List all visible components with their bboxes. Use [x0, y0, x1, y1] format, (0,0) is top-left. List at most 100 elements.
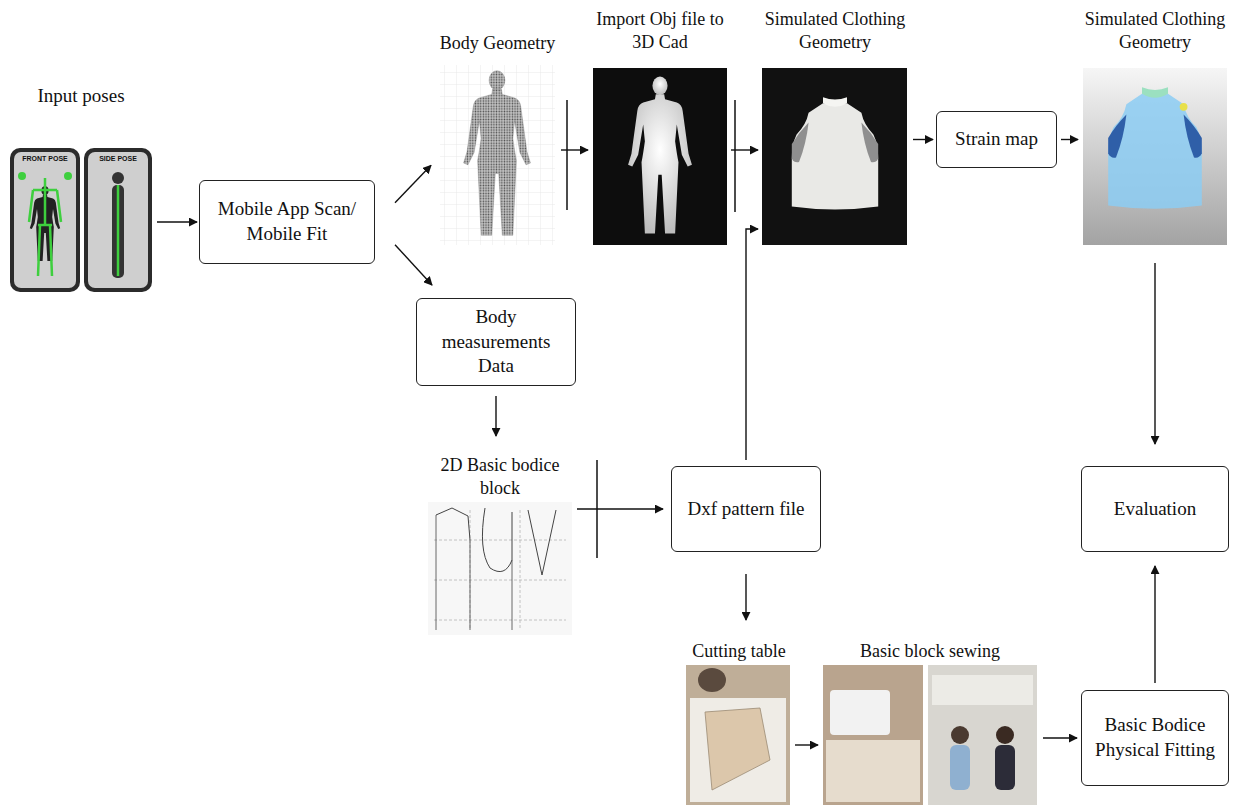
image-panel: Simulated Clothing Geometry: [760, 8, 910, 247]
pattern-lines: [436, 515, 512, 630]
panel-heading: Cutting table: [684, 640, 794, 663]
photo-ground: [823, 665, 923, 805]
phone-screen: [14, 152, 76, 288]
person: [698, 668, 726, 692]
cad-ground: [762, 68, 907, 245]
process-box: Strain map: [936, 111, 1057, 168]
process-box: Dxf pattern file: [671, 466, 821, 552]
pattern-piece: [705, 708, 770, 790]
flow-arrow: [745, 574, 746, 620]
image-panel: Cutting table: [684, 640, 794, 806]
process-box: Evaluation: [1081, 466, 1229, 552]
box-text: Strain map: [947, 127, 1046, 152]
flow-arrow: [731, 149, 758, 150]
pattern-illustration: [428, 502, 572, 635]
flow-arrow: [577, 508, 663, 509]
panel-heading: Simulated Clothing Geometry: [1081, 8, 1229, 53]
collar: [1142, 87, 1168, 97]
flow-arrow: [1154, 566, 1155, 683]
phone-illustration: [10, 148, 152, 292]
panel-heading: 2D Basic bodice block: [426, 454, 574, 499]
strain-bodice: [1108, 94, 1202, 209]
panel-heading: Simulated Clothing Geometry: [760, 8, 910, 53]
image-panel: Input poses: [8, 84, 154, 294]
image-panel: 2D Basic bodice block: [426, 454, 574, 637]
cad-ground: [593, 68, 727, 245]
panel-heading: Basic block sewing: [821, 640, 1039, 663]
process-box: Basic Bodice Physical Fitting: [1081, 690, 1229, 786]
process-box: Mobile App Scan/ Mobile Fit: [199, 180, 375, 264]
pose-marker: [18, 172, 26, 180]
screen-caption: FRONT POSE: [14, 154, 76, 163]
image-panel: Simulated Clothing Geometry: [1081, 8, 1229, 247]
strain-illustration: [1083, 68, 1227, 245]
panel-heading: Body Geometry: [436, 32, 559, 55]
person-body: [112, 185, 124, 278]
avatar-body: [628, 77, 692, 234]
flow-arrow: [795, 744, 818, 745]
panel-heading: Import Obj file to 3D Cad: [590, 8, 730, 53]
screen-caption-text: SIDE POSE: [97, 155, 139, 162]
box-text: Body measurements Data: [427, 305, 565, 379]
workshop-wall: [932, 675, 1033, 705]
cutting-table: [690, 698, 786, 802]
screen-caption-text: FRONT POSE: [20, 155, 70, 162]
image-panel: Import Obj file to 3D Cad: [590, 8, 730, 247]
armhole: [1184, 115, 1202, 158]
photo-ground: [928, 665, 1037, 805]
sewing-machine: [830, 690, 890, 735]
strain-hotspot: [1180, 103, 1188, 111]
flow-arrow: [1154, 263, 1155, 444]
box-text: Dxf pattern file: [682, 497, 810, 522]
pose-marker: [64, 172, 72, 180]
bracket-bar: [734, 100, 736, 212]
flow-arrow: [495, 396, 496, 436]
mesh-body: [464, 71, 531, 236]
pose-skeleton: [117, 185, 120, 276]
flow-arrow: [1043, 737, 1077, 738]
box-text: Mobile App Scan/ Mobile Fit: [210, 197, 364, 246]
panel-heading: Input poses: [8, 84, 154, 108]
person: [951, 726, 969, 744]
photo-ground: [686, 665, 790, 805]
process-box: Body measurements Data: [416, 298, 576, 386]
grid-ground: [440, 65, 555, 245]
bracket-bar: [566, 100, 568, 210]
pattern-lines: [436, 508, 556, 575]
fabric: [826, 740, 920, 802]
person: [995, 745, 1015, 790]
flow-arrow: [561, 149, 588, 150]
flow-arrow: [395, 165, 431, 202]
flow-arrow: [157, 221, 197, 222]
person-head: [112, 172, 124, 184]
flow-arrow: [1061, 139, 1078, 140]
sewing-photos: [823, 665, 1037, 805]
phone-body: [84, 148, 152, 292]
cutting-photo: [686, 665, 790, 805]
paper-ground: [428, 502, 572, 635]
flow-arrow: [746, 229, 758, 460]
flow-arrow: [395, 245, 432, 285]
screen-caption: SIDE POSE: [88, 154, 148, 163]
garment-illustration: [762, 68, 907, 245]
cad-body-illustration: [593, 68, 727, 245]
pattern-guides: [434, 510, 566, 630]
bodice-shape: [792, 103, 878, 209]
phone-body: [10, 148, 80, 292]
armhole: [861, 122, 878, 162]
flow-arrow: [913, 139, 933, 140]
image-panel: Basic block sewing: [821, 640, 1039, 806]
box-text: Evaluation: [1092, 497, 1218, 522]
armhole: [1108, 115, 1126, 158]
person: [996, 726, 1014, 744]
person: [950, 745, 970, 790]
armhole: [792, 122, 809, 162]
box-text: Basic Bodice Physical Fitting: [1092, 713, 1218, 762]
image-panel: Body Geometry: [436, 32, 559, 247]
collar: [823, 97, 847, 107]
body-scan-illustration: [440, 65, 555, 245]
render-ground: [1083, 68, 1227, 245]
phone-screen: [88, 152, 148, 288]
pose-skeleton: [29, 178, 61, 276]
